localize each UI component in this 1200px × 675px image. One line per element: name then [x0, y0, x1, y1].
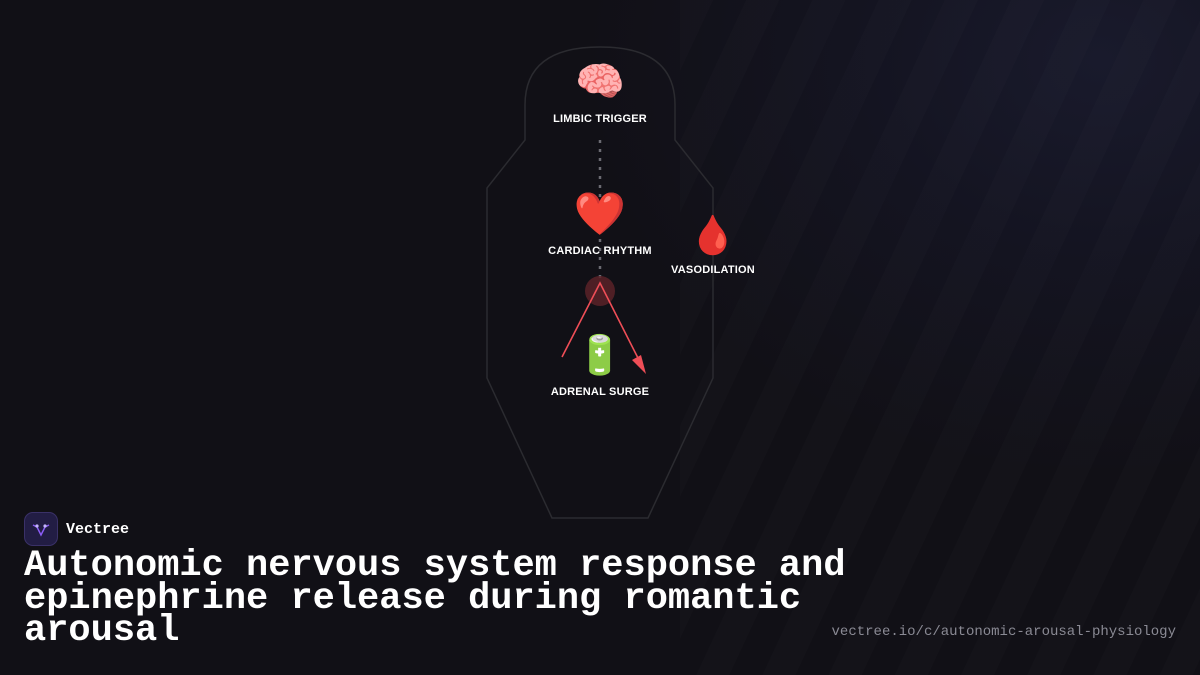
brand-name: Vectree — [66, 520, 130, 538]
node-label-cardiac-rhythm: CARDIAC RHYTHM — [548, 245, 652, 257]
blood-drop-icon: 🩸 — [689, 213, 736, 257]
page-title: Autonomic nervous system response and ep… — [24, 545, 846, 652]
adrenal-gland-marker — [585, 276, 615, 306]
battery-icon: 🔋 — [576, 333, 623, 377]
node-label-limbic-trigger: LIMBIC TRIGGER — [553, 113, 647, 125]
node-adrenal-surge: 🔋 ADRENAL SURGE — [551, 276, 649, 398]
node-label-adrenal-surge: ADRENAL SURGE — [551, 386, 649, 398]
node-vasodilation: 🩸 VASODILATION — [671, 213, 755, 276]
body-silhouette — [486, 46, 714, 519]
arrow-head — [632, 355, 646, 374]
node-label-vasodilation: VASODILATION — [671, 264, 755, 276]
source-url[interactable]: vectree.io/c/autonomic-arousal-physiolog… — [831, 624, 1176, 640]
node-limbic-trigger: 🧠 LIMBIC TRIGGER — [553, 59, 647, 125]
brain-icon: 🧠 — [575, 59, 625, 105]
epinephrine-release-arrow — [561, 281, 641, 363]
vectree-logo-icon — [24, 512, 58, 546]
heart-icon: ❤️ — [574, 189, 627, 238]
brand: Vectree — [24, 512, 129, 546]
node-cardiac-rhythm: ❤️ CARDIAC RHYTHM — [548, 189, 652, 257]
